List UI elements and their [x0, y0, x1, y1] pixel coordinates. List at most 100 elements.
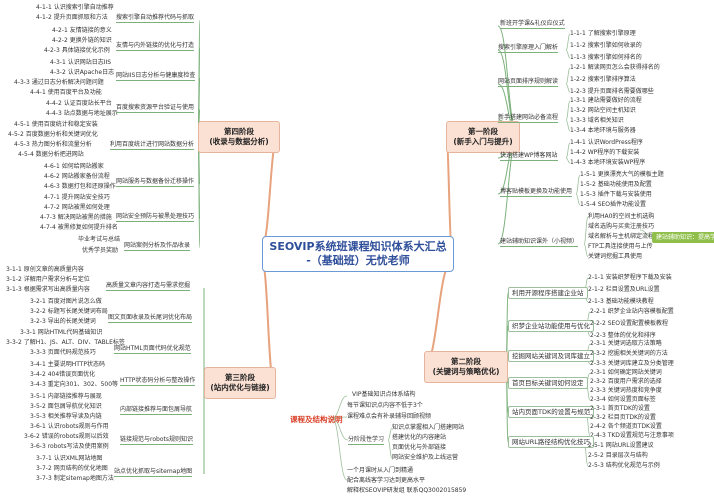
s3-t7-item-2: 3-7-2 网页结构的优化地图	[36, 465, 108, 472]
s1-t5-item-1: 1-5-1 更换漂亮大气的模板主题	[580, 171, 664, 178]
s1-topic-1[interactable]: 搜索引擎原理入门解析	[498, 44, 559, 53]
s4-topic-3[interactable]: 网站IIS日志分析与健康度检查	[116, 72, 196, 81]
s1-t6-item-2: 域名选购与买卖注册技巧	[588, 223, 655, 230]
s4-t4-item-1: 4-4-2 认证百度站长平台	[46, 100, 112, 107]
connector	[583, 243, 589, 258]
connector	[583, 216, 589, 245]
stage-1-intro[interactable]: 新班开学课&礼仪应仪式	[500, 20, 565, 29]
s4-topic-2[interactable]: 友情与内外链接的优化与打造	[116, 42, 195, 51]
s3-t2-item-3: 3-2-3 导出的长尾关键词	[30, 318, 96, 325]
s1-topic-4[interactable]: 快速搭建WP博客网站	[500, 152, 558, 161]
s2-topic-3[interactable]: 挖掘网站关键词及词库建立	[508, 350, 594, 362]
s2-topic-5[interactable]: 站内页面TDK的设置与规范	[508, 406, 595, 418]
s2-t3-item-3: 2-3-3 关键词库建立及分类管理	[590, 360, 674, 367]
s4-t7-item-3: 4-7-3 解决网站被黑的措施	[40, 214, 112, 221]
s4-t4-item-2: 4-4-3 站点数据与地址展示	[46, 110, 118, 117]
s1-t2-item-3: 1-2-3 提升页面排名需要做哪些	[570, 88, 654, 95]
s4-t5-item-4: 4-5-4 数据分析把进网站	[18, 151, 84, 158]
notes-g1-item-2: 每节课知识点内容不低于3个	[347, 402, 423, 409]
s3-t7-item-3: 3-7-3 制定sitemap地图方法	[36, 475, 114, 482]
s2-t6-item-1: 2-5-1 网站URL设置建议	[588, 442, 654, 449]
notes-g2-item-4: 网站安全维护及上线运营	[392, 454, 459, 461]
s3-topic-5[interactable]: 内部链接推荐与面包屑导航	[120, 406, 193, 415]
s3-t1-item-2: 3-1-2 详解用户需求分析与定位	[6, 276, 90, 283]
s2-t3-item-2: 2-3-2 挖掘相关关键词的方法	[590, 350, 668, 357]
s3-t5-item-3: 3-5-3 相关推荐导读及内链	[30, 413, 102, 420]
s3-topic-3[interactable]: 网站HTML页面代码优化规范	[114, 345, 191, 354]
s2-topic-2[interactable]: 织梦企业站功能使用与优化	[508, 320, 594, 332]
notes-g2-label[interactable]: 分阶段性学习	[348, 436, 385, 445]
s4-t5-item-3: 4-5-3 热力图分析和流量分析	[14, 141, 92, 148]
s3-t2-item-1: 3-2-1 百度对图片说怎么做	[30, 298, 102, 305]
s3-topic-2[interactable]: 图文页面收录及长尾词优化布局	[108, 314, 193, 323]
s1-t5-item-4: 1-5-4 SEO插件功能设置	[580, 201, 647, 208]
s1-t5-item-3: 1-5-3 插件下载与安装使用	[580, 191, 652, 198]
s2-t6-item-3: 2-5-3 结构优化规范与示例	[588, 462, 660, 469]
stage-3-node[interactable]: 第三阶段 (站内优化与链接)	[204, 367, 276, 399]
s1-topic-3[interactable]: 新手搭建网站必备流程	[498, 114, 559, 123]
central-title-line2: -（基础班）无忧老师	[306, 254, 410, 267]
s3-topic-4[interactable]: HTTP状态码分析与整改操作	[120, 377, 196, 386]
s2-t5-item-3: 2-4-2 各个频道页TDK设置	[590, 423, 662, 430]
s4-topic-7[interactable]: 网站安全预防与被黑处理技巧	[116, 213, 195, 222]
notes-g2-item-2: 搭建优化的内容建站	[392, 434, 447, 441]
s3-topic-1[interactable]: 高质量文章内容打造与需求挖掘	[106, 282, 191, 291]
s2-topic-4[interactable]: 首页目标关键词如何设定	[508, 377, 588, 389]
s4-t6-item-3: 4-6-3 数据打包和还原操作	[44, 183, 116, 190]
connector	[387, 439, 393, 459]
connector	[575, 174, 581, 195]
s4-t1-item-1: 4-1-1 认识搜索引擎自动推荐	[36, 4, 114, 11]
s3-t3-item-2: 3-3-2 了解H1、JS、ALT、DIV、TABLE标签	[6, 339, 125, 346]
s1-topic-2[interactable]: 网站页面排序规则解读	[498, 78, 559, 87]
s3-t5-item-2: 3-5-2 面包屑导航优化知识	[30, 403, 102, 410]
s3-t1-item-1: 3-1-1 原创文章的高质量内容	[6, 266, 84, 273]
connector	[565, 119, 571, 132]
connector	[565, 83, 571, 93]
s2-t1-item-2: 2-1-2 栏目设置及URL设置	[588, 286, 660, 293]
highlight-tag[interactable]: 建站辅助知识：提高学习	[652, 232, 714, 243]
connector	[639, 229, 653, 238]
s4-t2-item-3: 4-2-3 具体链接优化示例	[44, 47, 110, 54]
s4-topic-5[interactable]: 利用百度统计进行网站数据分析	[110, 141, 195, 150]
s4-t2-item-1: 4-2-1 友情链接的意义	[52, 27, 112, 34]
s3-t4-item-3: 3-4-3 重定向301、302、500等	[30, 381, 119, 388]
s3-t4-item-1: 3-4-1 主要说明HTTP状态码	[30, 361, 106, 368]
s4-t8-item-2: 优秀学员奖励	[82, 247, 119, 254]
connector	[565, 142, 571, 159]
s1-topic-6[interactable]: 建站辅助知识课外（小视频）	[500, 238, 579, 247]
s3-topic-6[interactable]: 链接规范与robots规则知识	[120, 436, 193, 445]
central-title-line1: SEOVIP系统班课程知识体系大汇总	[269, 240, 447, 253]
s4-topic-8[interactable]: 网站案例分析及作品收录	[124, 242, 191, 251]
s2-t2-item-2: 2-2-2 SEO设置配置模板教程	[590, 320, 669, 327]
notes-title: 课程及结构说明	[290, 415, 343, 424]
s4-topic-4[interactable]: 百度搜索资源平台验证与使用	[116, 104, 195, 113]
central-topic[interactable]: SEOVIP系统班课程知识体系大汇总 -（基础班）无忧老师	[262, 236, 454, 272]
s2-t5-item-1: 2-3-1 首页TDK的设置	[590, 405, 650, 412]
notes-g3-item-1: 一个月课时从入门到精通	[347, 467, 414, 474]
s4-topic-6[interactable]: 网站服务与数据备份迁移操作	[116, 178, 195, 187]
s2-t5-item-4: 2-4-3 TKD设置规范与注意事项	[590, 432, 674, 439]
notes-g1-item-1: VIP基础知识点体系结构	[352, 391, 416, 398]
s4-t3-item-1: 4-3-1 认识网站日志IIS	[50, 59, 112, 66]
s2-t4-item-3: 2-3-3 关键词热度和竞争度	[590, 387, 662, 394]
stage-2-node[interactable]: 第二阶段 (关键词与策略优化)	[424, 351, 508, 383]
s3-topic-7[interactable]: 站点优化抓取与sitemap地图	[114, 468, 193, 477]
s4-t3-item-3: 4-3-3 通过日志分析解决问题问题	[14, 79, 104, 86]
s4-t2-item-2: 4-2-2 更换外链的知识	[52, 37, 112, 44]
connector	[331, 395, 348, 419]
s2-t4-item-2: 2-3-2 百度用户需求的选择	[590, 378, 662, 385]
connector	[575, 193, 581, 206]
stage-3-subtitle: (站内优化与链接)	[210, 383, 270, 392]
s3-t6-item-1: 3-6-1 认识robots规则与作用	[30, 423, 109, 430]
s4-topic-1[interactable]: 搜索引擎自动推荐代码与抓取	[116, 14, 195, 23]
s1-t6-item-1: 利用HA0的空间主机选购	[588, 213, 655, 220]
s2-topic-6[interactable]: 网站URL路径结构优化技巧	[508, 436, 594, 448]
stage-4-node[interactable]: 第四阶段 (收录与数据分析)	[198, 121, 280, 153]
stage-1-node[interactable]: 第一阶段 (新手入门与提升)	[446, 121, 520, 153]
stage-1-title: 第一阶段	[468, 127, 498, 136]
s1-topic-5[interactable]: 博客贴模板更换及功能使用	[500, 188, 573, 197]
notes-g3-item-2: 配合离线客学习达到更高水平	[347, 477, 426, 484]
s4-t6-item-2: 4-6-2 网站搬家备份流程	[44, 173, 110, 180]
s2-t2-item-3: 2-2-3 整体的优化和排序	[590, 332, 656, 339]
s2-topic-1[interactable]: 利用开源程序搭建企业站	[508, 287, 588, 299]
